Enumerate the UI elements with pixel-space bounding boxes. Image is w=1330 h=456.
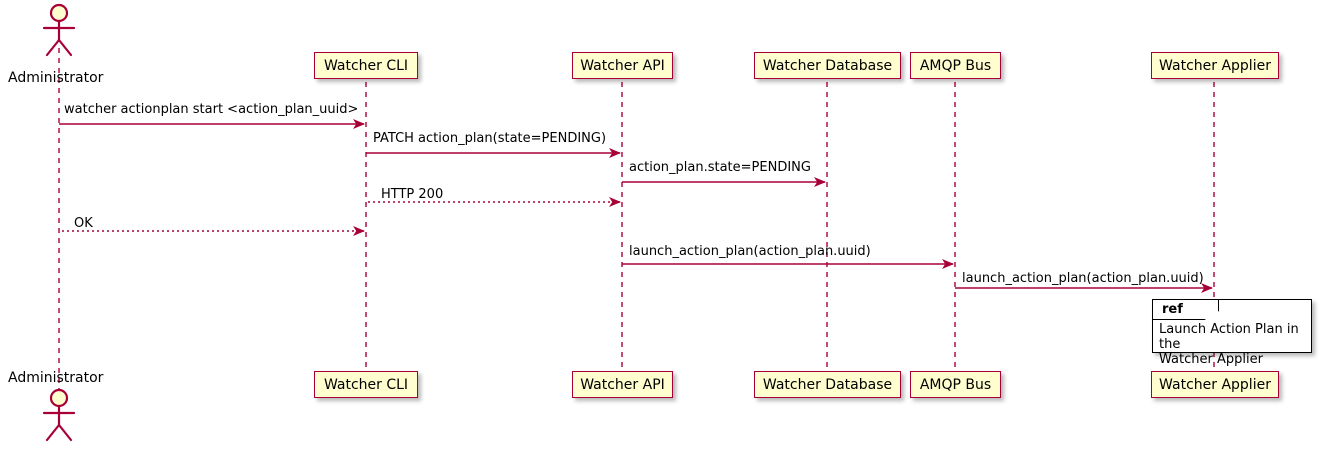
participant-label: Watcher CLI xyxy=(323,376,409,393)
participant-box-amqp-bus-bottom[interactable]: AMQP Bus xyxy=(910,371,1001,398)
participant-box-amqp-bus-top[interactable]: AMQP Bus xyxy=(910,52,1001,79)
participant-label: AMQP Bus xyxy=(919,57,992,74)
participant-box-watcher-applier-bottom[interactable]: Watcher Applier xyxy=(1151,371,1279,398)
message-label-launch-action-plan-api-to-bus: launch_action_plan(action_plan.uuid) xyxy=(629,244,871,259)
participant-box-watcher-database-top[interactable]: Watcher Database xyxy=(754,52,901,79)
actor-label-administrator-top: Administrator xyxy=(8,70,104,86)
participant-label: Watcher CLI xyxy=(323,57,409,74)
participant-label: Watcher Database xyxy=(762,376,893,393)
ref-fragment-body: Launch Action Plan in the Watcher Applie… xyxy=(1159,322,1299,367)
message-label-action-plan-state-pending: action_plan.state=PENDING xyxy=(629,160,811,175)
lifelines xyxy=(58,48,1215,390)
participant-label: Watcher API xyxy=(580,376,665,393)
actor-figure-bottom xyxy=(42,388,76,442)
participant-label: Watcher Database xyxy=(762,57,893,74)
participant-label: Watcher Applier xyxy=(1159,376,1271,393)
message-label-launch-action-plan-bus-to-applier: launch_action_plan(action_plan.uuid) xyxy=(962,271,1204,286)
participant-box-watcher-applier-top[interactable]: Watcher Applier xyxy=(1151,52,1279,79)
participant-label: AMQP Bus xyxy=(919,376,992,393)
participant-label: Watcher API xyxy=(580,57,665,74)
ref-fragment-tab xyxy=(1153,300,1219,320)
ref-fragment[interactable]: ref Launch Action Plan in the Watcher Ap… xyxy=(1152,299,1312,367)
participant-box-watcher-cli-top[interactable]: Watcher CLI xyxy=(314,52,418,79)
actor-label-administrator-bottom: Administrator xyxy=(8,370,104,386)
actor-figure-top xyxy=(42,3,76,57)
ref-fragment-tab-label: ref xyxy=(1162,302,1183,317)
message-label-ok: OK xyxy=(74,216,93,231)
participant-box-watcher-cli-bottom[interactable]: Watcher CLI xyxy=(314,371,418,398)
message-label-patch-action-plan: PATCH action_plan(state=PENDING) xyxy=(373,131,607,146)
message-label-http-200: HTTP 200 xyxy=(381,187,444,202)
participant-box-watcher-database-bottom[interactable]: Watcher Database xyxy=(754,371,901,398)
message-arrows xyxy=(59,119,1213,293)
participant-box-watcher-api-top[interactable]: Watcher API xyxy=(572,52,673,79)
participant-box-watcher-api-bottom[interactable]: Watcher API xyxy=(572,371,673,398)
participant-label: Watcher Applier xyxy=(1159,57,1271,74)
message-label-actionplan-start: watcher actionplan start <action_plan_uu… xyxy=(64,102,359,117)
